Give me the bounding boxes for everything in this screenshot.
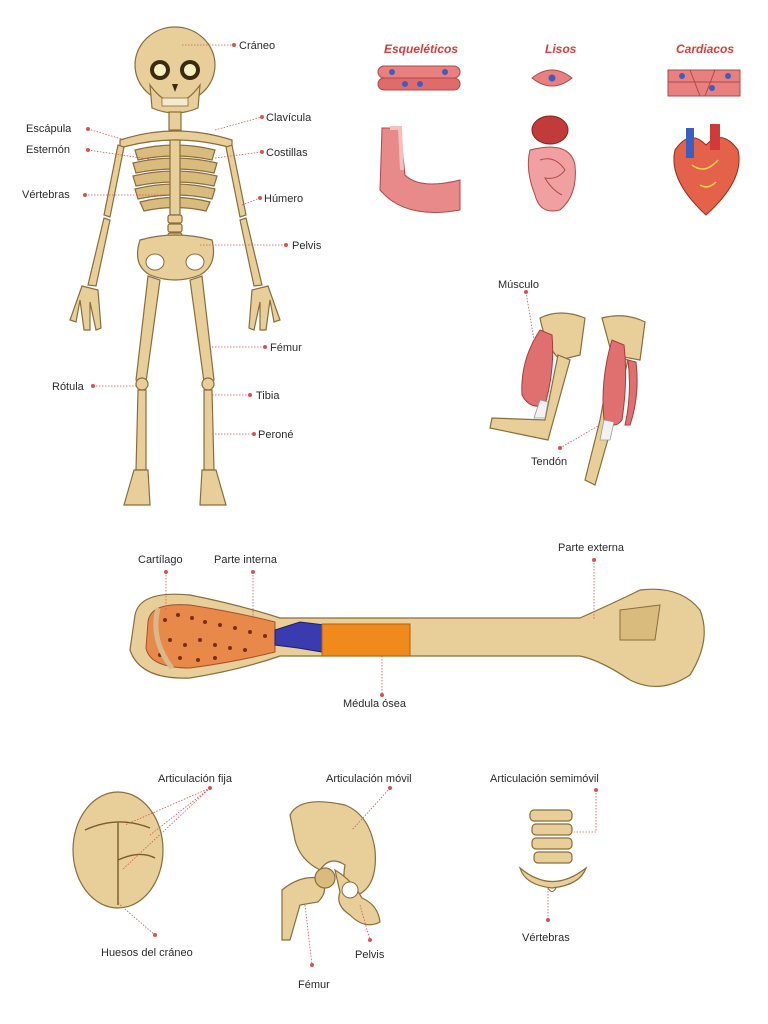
label-femur-joint: Fémur [298,979,330,991]
skeleton-labels: Cráneo Clavícula Escápula Esternón Costi… [22,40,322,441]
label-escapula: Escápula [26,123,72,135]
label-medula-osea: Médula ósea [343,698,407,710]
long-bone-illustration [129,588,705,688]
muscle-types-panel: Esqueléticos Lisos Cardiacos [377,42,741,216]
digestive-illustration [527,115,576,212]
skeletal-fiber-illustration [377,65,461,91]
label-clavicula: Clavícula [266,112,312,124]
fixed-joint-leaders [117,786,212,937]
heading-cardiacos: Cardiacos [676,42,734,56]
cardiac-fiber-illustration [667,69,741,97]
label-vertebras-joint: Vértebras [522,932,570,944]
label-tibia: Tibia [256,390,280,402]
vertebrae-illustration [518,809,588,892]
label-costillas: Costillas [266,147,308,159]
label-musculo: Músculo [498,279,539,291]
smooth-fiber-illustration [531,69,573,87]
label-parte-externa: Parte externa [558,542,625,554]
skeleton-illustration [69,26,281,506]
label-articulacion-fija: Articulación fija [158,773,233,785]
label-femur: Fémur [270,342,302,354]
hip-joint-illustration [281,801,381,941]
mobile-joint-leaders [304,786,392,967]
skull-top-illustration [72,791,164,909]
label-pelvis: Pelvis [292,240,322,252]
heading-lisos: Lisos [545,42,577,56]
label-rotula: Rótula [52,381,85,393]
label-humero: Húmero [264,193,303,205]
label-esternon: Esternón [26,144,70,156]
heading-esqueleticos: Esqueléticos [384,42,458,56]
label-perone: Peroné [258,429,293,441]
label-vertebras: Vértebras [22,189,70,201]
arm-muscle-illustration [489,312,646,486]
label-tendon: Tendón [531,456,567,468]
heart-illustration [673,124,740,216]
skeleton-leader-lines [83,43,288,436]
elbow-illustration [379,126,461,213]
label-craneo: Cráneo [239,40,275,52]
label-cartilago: Cartílago [138,554,183,566]
semimobile-joint-leaders [546,788,598,922]
label-parte-interna: Parte interna [214,554,278,566]
label-articulacion-semimovil: Articulación semimóvil [490,773,599,785]
label-articulacion-movil: Articulación móvil [326,773,412,785]
long-bone-leader-lines [164,558,596,697]
arm-leader-lines [524,290,599,450]
label-huesos-craneo: Huesos del cráneo [101,947,193,959]
label-pelvis-joint: Pelvis [355,949,385,961]
